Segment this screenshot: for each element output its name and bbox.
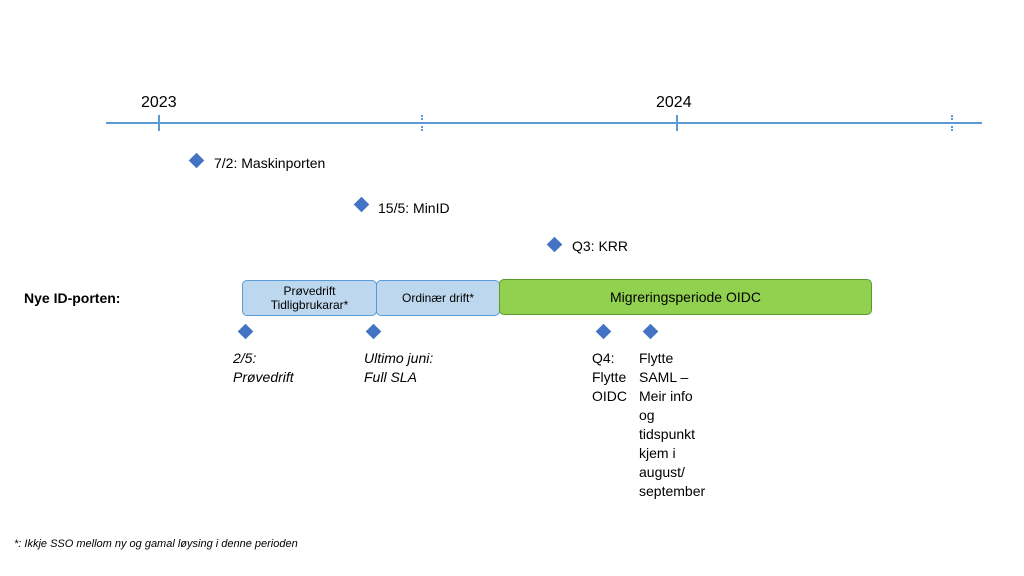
milestone-label: 7/2: Maskinporten	[214, 155, 326, 171]
event-diamond-icon	[365, 323, 382, 340]
event-diamond-icon	[595, 323, 612, 340]
year-label: 2023	[141, 94, 177, 111]
milestone-diamond-icon	[188, 152, 205, 169]
year-tick-2024	[676, 115, 678, 131]
mid-year-tick	[421, 115, 423, 131]
milestone-diamond-icon	[353, 196, 370, 213]
event-label: Q4: Flytte OIDC	[592, 350, 627, 404]
row-label: Nye ID-porten:	[24, 290, 121, 306]
event-label: 2/5: Prøvedrift	[233, 350, 294, 385]
footnote: *: Ikkje SSO mellom ny og gamal løysing …	[14, 538, 298, 550]
milestone-label: 15/5: MinID	[378, 200, 450, 216]
timeline-axis	[106, 122, 982, 124]
milestone-diamond-icon	[546, 236, 563, 253]
event-label: Ultimo juni: Full SLA	[364, 350, 434, 385]
phase-bar-ordinary: Ordinær drift*	[376, 280, 500, 316]
event-diamond-icon	[237, 323, 254, 340]
year-label: 2024	[656, 94, 692, 111]
event-diamond-icon	[642, 323, 659, 340]
year-tick-2023	[158, 115, 160, 131]
mid-year-tick	[951, 115, 953, 131]
phase-bar-trial: Prøvedrift Tidligbrukarar*	[242, 280, 377, 316]
phase-bar-migration: Migreringsperiode OIDC	[499, 279, 872, 315]
event-label: Flytte SAML – Meir info og tidspunkt kje…	[639, 350, 706, 499]
milestone-label: Q3: KRR	[572, 238, 629, 254]
